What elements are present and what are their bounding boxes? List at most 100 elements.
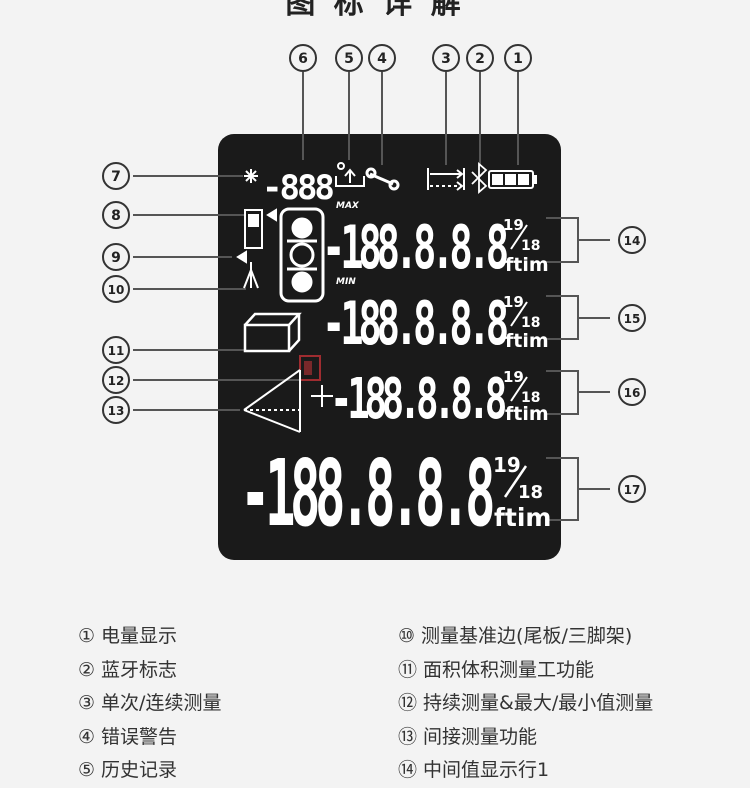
legend-text: 单次/连续测量 <box>101 692 222 714</box>
callout-number-9: 9 <box>111 250 121 266</box>
callout-lines <box>133 72 610 521</box>
legend-text: 错误警告 <box>101 725 178 748</box>
row2-unit-ftim: ftim <box>505 330 549 352</box>
legend-text: 蓝牙标志 <box>101 658 178 681</box>
callout-3 <box>432 44 460 72</box>
legend-number: ⑪ <box>398 658 418 681</box>
legend-text: 中间值显示行1 <box>423 759 550 781</box>
lcd-diagram: 1 2 3 4 5 6 7 8 9 10 11 12 13 14 15 16 1… <box>102 44 646 560</box>
main-digits: -188.8.8.8 <box>240 440 493 547</box>
callout-12 <box>102 366 130 394</box>
callout-15 <box>618 304 646 332</box>
callout-number-13: 13 <box>108 404 125 418</box>
error-code-digits: -888 <box>262 168 333 208</box>
row1-unit-top: 19 <box>503 216 524 234</box>
history-icon <box>335 162 365 187</box>
legend-number: ① <box>78 625 96 647</box>
callout-number-2: 2 <box>475 51 485 67</box>
row2-unit-bottom: 18 <box>521 315 540 331</box>
callout-5 <box>335 44 363 72</box>
callout-number-6: 6 <box>298 51 308 67</box>
callout-number-1: 1 <box>513 51 523 67</box>
continuous-measure-marker-icon <box>299 355 321 381</box>
callout-8 <box>102 201 130 229</box>
callout-number-15: 15 <box>624 312 641 326</box>
callout-number-12: 12 <box>108 374 125 388</box>
volume-icon <box>243 312 302 353</box>
callout-14 <box>618 226 646 254</box>
callout-1 <box>504 44 532 72</box>
row1-unit-bottom: 18 <box>521 238 540 254</box>
legend-text: 面积体积测量工功能 <box>423 658 595 681</box>
row2-digits: -188.8.8.8 <box>322 289 507 359</box>
legend-text: 历史记录 <box>101 759 178 781</box>
max-label: MAX <box>336 201 360 211</box>
row3-unit-ftim: ftim <box>505 403 549 425</box>
callout-2 <box>466 44 494 72</box>
callout-number-8: 8 <box>111 208 121 224</box>
callout-number-14: 14 <box>624 234 641 248</box>
callout-13 <box>102 396 130 424</box>
tripod-icon <box>236 250 259 289</box>
legend-text: 测量基准边(尾板/三脚架) <box>421 625 633 647</box>
callout-number-3: 3 <box>441 51 451 67</box>
callout-number-16: 16 <box>624 386 641 400</box>
callout-markers <box>102 44 646 503</box>
callout-number-5: 5 <box>344 51 354 67</box>
row3-digits: -188.8.8.8 <box>330 367 506 432</box>
callout-number-7: 7 <box>111 169 121 185</box>
legend-text: 电量显示 <box>101 625 178 647</box>
legend-number: ⑭ <box>398 759 418 781</box>
callout-17 <box>618 475 646 503</box>
tail-reference-icon <box>244 208 277 249</box>
row3-unit-top: 19 <box>503 368 524 386</box>
callout-11 <box>102 336 130 364</box>
row1-digits: -188.8.8.8 <box>322 213 507 283</box>
legend-number: ③ <box>78 692 96 714</box>
main-unit-top: 19 <box>493 453 521 477</box>
legend-number: ② <box>78 658 96 681</box>
battery-icon <box>488 170 537 189</box>
row2-unit-top: 19 <box>503 293 524 311</box>
callout-number-4: 4 <box>377 51 387 67</box>
continuous-measure-icon <box>427 168 465 191</box>
main-unit-bottom: 18 <box>518 482 543 503</box>
legend-text: 持续测量&最大/最小值测量 <box>423 692 654 714</box>
legend-text: 间接测量功能 <box>423 725 538 748</box>
min-label: MIN <box>336 277 356 287</box>
wrench-icon <box>365 167 400 191</box>
legend-number: ④ <box>78 725 96 748</box>
callout-4 <box>368 44 396 72</box>
legend-number: ⑫ <box>398 692 418 714</box>
indirect-measure-icon <box>243 369 333 433</box>
legend-number: ⑩ <box>398 625 416 647</box>
callout-number-11: 11 <box>108 344 125 358</box>
callout-16 <box>618 378 646 406</box>
level-icon <box>279 207 325 303</box>
callout-6 <box>289 44 317 72</box>
row1-unit-ftim: ftim <box>505 254 549 276</box>
row3-unit-bottom: 18 <box>521 390 540 406</box>
main-unit-ftim: ftim <box>494 503 551 532</box>
bluetooth-icon <box>471 162 488 194</box>
laser-icon <box>244 169 258 183</box>
callout-number-10: 10 <box>108 283 125 297</box>
callout-number-17: 17 <box>624 483 641 497</box>
legend-number: ⑤ <box>78 759 96 781</box>
page-title: 图 标 详 解 <box>285 0 465 21</box>
legend-number: ⑬ <box>398 725 418 748</box>
callout-7 <box>102 162 130 190</box>
